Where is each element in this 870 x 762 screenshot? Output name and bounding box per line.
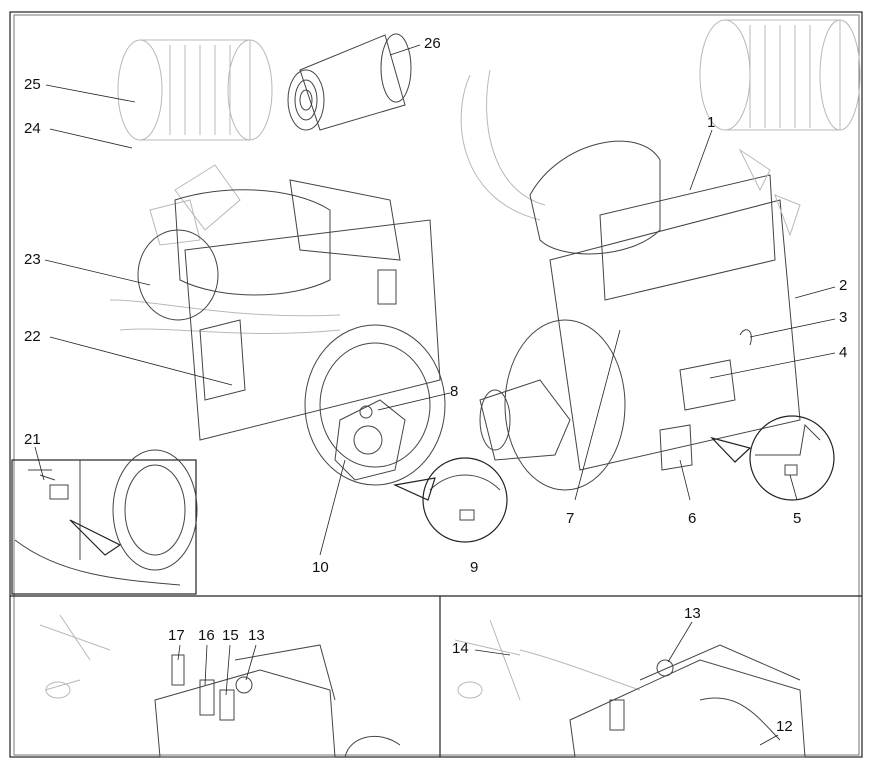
callout-6: 6 — [688, 510, 696, 527]
leader-lines — [34, 44, 836, 746]
callout-13-left: 13 — [248, 627, 265, 644]
detail-circle-5 — [710, 415, 835, 501]
callout-26: 26 — [424, 35, 441, 52]
callout-labels: 25 24 26 1 2 3 4 23 22 8 21 7 6 5 10 9 1… — [24, 35, 847, 735]
diagram-inner-frame — [13, 14, 860, 756]
callout-24: 24 — [24, 120, 41, 137]
detail-circle-9 — [392, 457, 508, 543]
callout-2: 2 — [839, 277, 847, 294]
callout-13-right: 13 — [684, 605, 701, 622]
callout-14: 14 — [452, 640, 469, 657]
injection-pump-left — [39, 614, 401, 758]
injection-pump-right — [454, 619, 806, 758]
callout-12: 12 — [776, 718, 793, 735]
callout-16: 16 — [198, 627, 215, 644]
callout-10: 10 — [312, 559, 329, 576]
air-filter-left — [117, 39, 273, 141]
inset-box-21 — [11, 459, 197, 595]
callout-5: 5 — [793, 510, 801, 527]
callout-8: 8 — [450, 383, 458, 400]
callout-9: 9 — [470, 559, 478, 576]
callout-21: 21 — [24, 431, 41, 448]
callout-4: 4 — [839, 344, 847, 361]
callout-1: 1 — [707, 114, 715, 131]
callout-25: 25 — [24, 76, 41, 93]
callout-23: 23 — [24, 251, 41, 268]
callout-22: 22 — [24, 328, 41, 345]
callout-15: 15 — [222, 627, 239, 644]
engine-right-view — [460, 69, 801, 491]
oil-filter — [287, 33, 412, 131]
engine-left-view — [109, 164, 446, 486]
diagram-frame — [9, 11, 863, 758]
callout-17: 17 — [168, 627, 185, 644]
air-filter-right — [699, 19, 861, 131]
callout-7: 7 — [566, 510, 574, 527]
callout-3: 3 — [839, 309, 847, 326]
inset-21-contents — [14, 449, 198, 586]
